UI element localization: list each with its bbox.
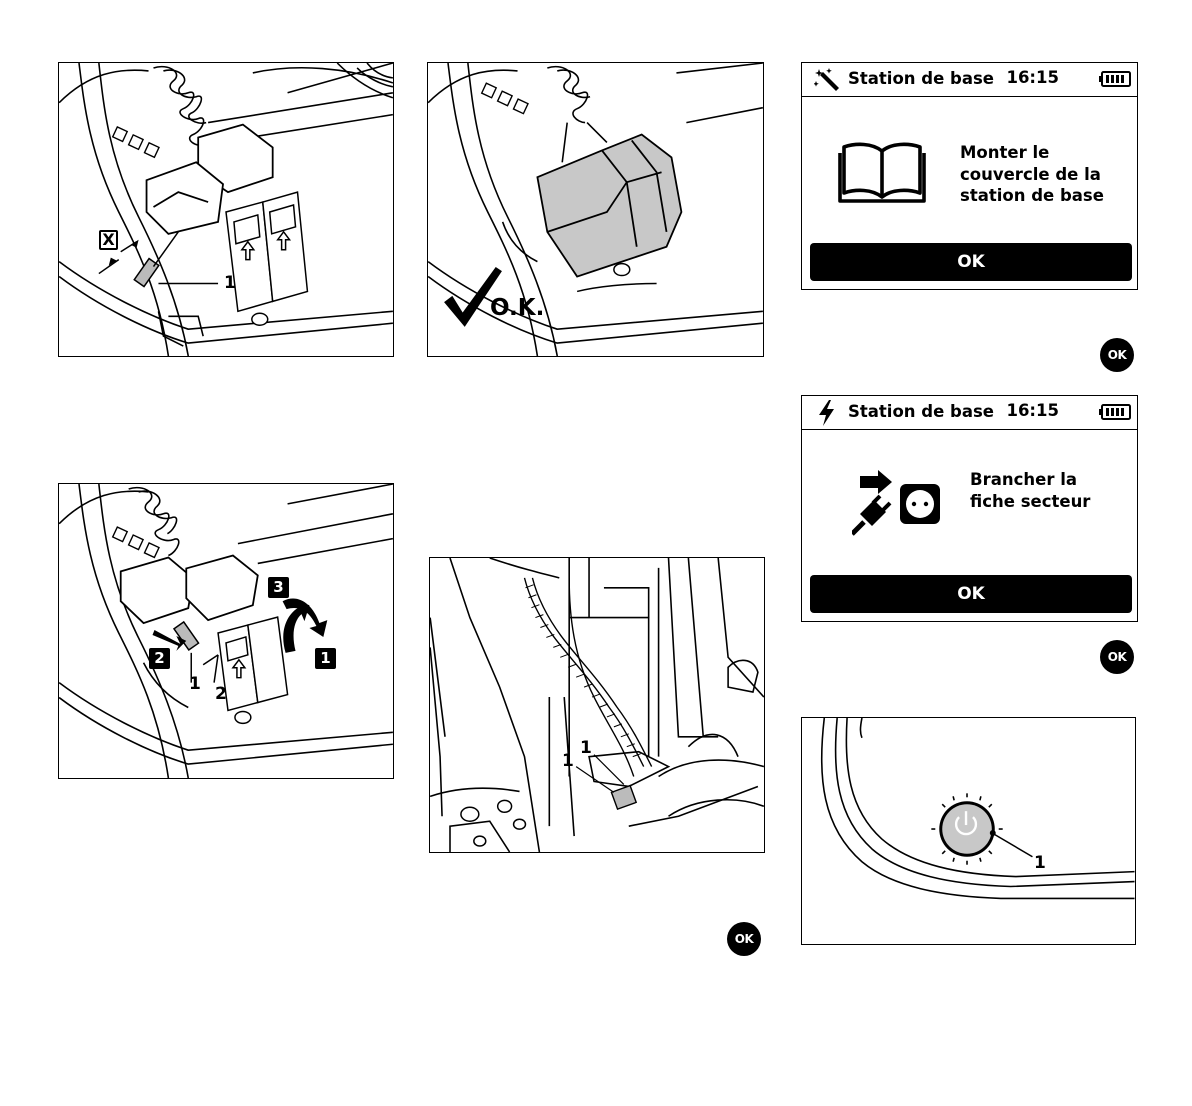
step-badge-3: 3: [268, 577, 289, 598]
figure-cable-routing: 1 1: [429, 557, 765, 853]
callout-cable-a: 1: [562, 751, 574, 771]
dimension-x-label: X: [99, 230, 118, 250]
illustration-led-indicator: [802, 718, 1135, 944]
ok-button[interactable]: OK: [810, 575, 1132, 613]
figure-cable-plug-measure: X 1: [58, 62, 394, 357]
ok-label: O.K.: [490, 295, 544, 321]
figure-led-indicator: 1: [801, 717, 1136, 945]
battery-full-icon: [1099, 404, 1131, 420]
illustration-cable-routing: [430, 558, 764, 852]
figure-plug-insertion-steps: 3 2 1 1 2: [58, 483, 394, 779]
screen-time: 16:15: [1006, 401, 1059, 420]
figure-plug-connected-ok: O.K.: [427, 62, 764, 357]
screen-title: Station de base: [848, 69, 994, 88]
message-line: station de base: [960, 185, 1104, 207]
callout-led: 1: [1034, 853, 1046, 873]
step-badge-1: 1: [315, 648, 336, 669]
ok-key-icon[interactable]: OK: [1100, 338, 1134, 372]
screen-header: Station de base 16:15: [802, 396, 1137, 430]
illustration-plug-measure: [59, 63, 393, 356]
display-screen-plug-in: Station de base 16:15 Brancher la fiche …: [801, 395, 1138, 622]
screen-message: Monter le couvercle de la station de bas…: [960, 142, 1104, 207]
message-line: couvercle de la: [960, 164, 1104, 186]
message-line: Brancher la: [970, 469, 1090, 491]
ok-key-icon[interactable]: OK: [727, 922, 761, 956]
battery-full-icon: [1099, 71, 1131, 87]
screen-message: Brancher la fiche secteur: [970, 469, 1090, 512]
step-badge-2: 2: [149, 648, 170, 669]
message-line: fiche secteur: [970, 491, 1090, 513]
callout-cable-b: 1: [580, 738, 592, 758]
plug-into-socket-icon: [852, 470, 942, 540]
screen-title: Station de base: [848, 402, 994, 421]
ok-button[interactable]: OK: [810, 243, 1132, 281]
lightning-bolt-icon: [814, 400, 842, 426]
display-screen-mount-cover: Station de base 16:15 Monter le couvercl…: [801, 62, 1138, 290]
open-book-icon: [836, 139, 928, 205]
callout-clip: 2: [215, 684, 227, 704]
message-line: Monter le: [960, 142, 1104, 164]
screen-header: Station de base 16:15: [802, 63, 1137, 97]
callout-pin: 1: [189, 674, 201, 694]
magic-wand-icon: [814, 67, 842, 93]
ok-key-icon[interactable]: OK: [1100, 640, 1134, 674]
screen-time: 16:15: [1006, 68, 1059, 87]
callout-pin: 1: [224, 273, 236, 293]
illustration-plug-insertion: [59, 484, 393, 778]
